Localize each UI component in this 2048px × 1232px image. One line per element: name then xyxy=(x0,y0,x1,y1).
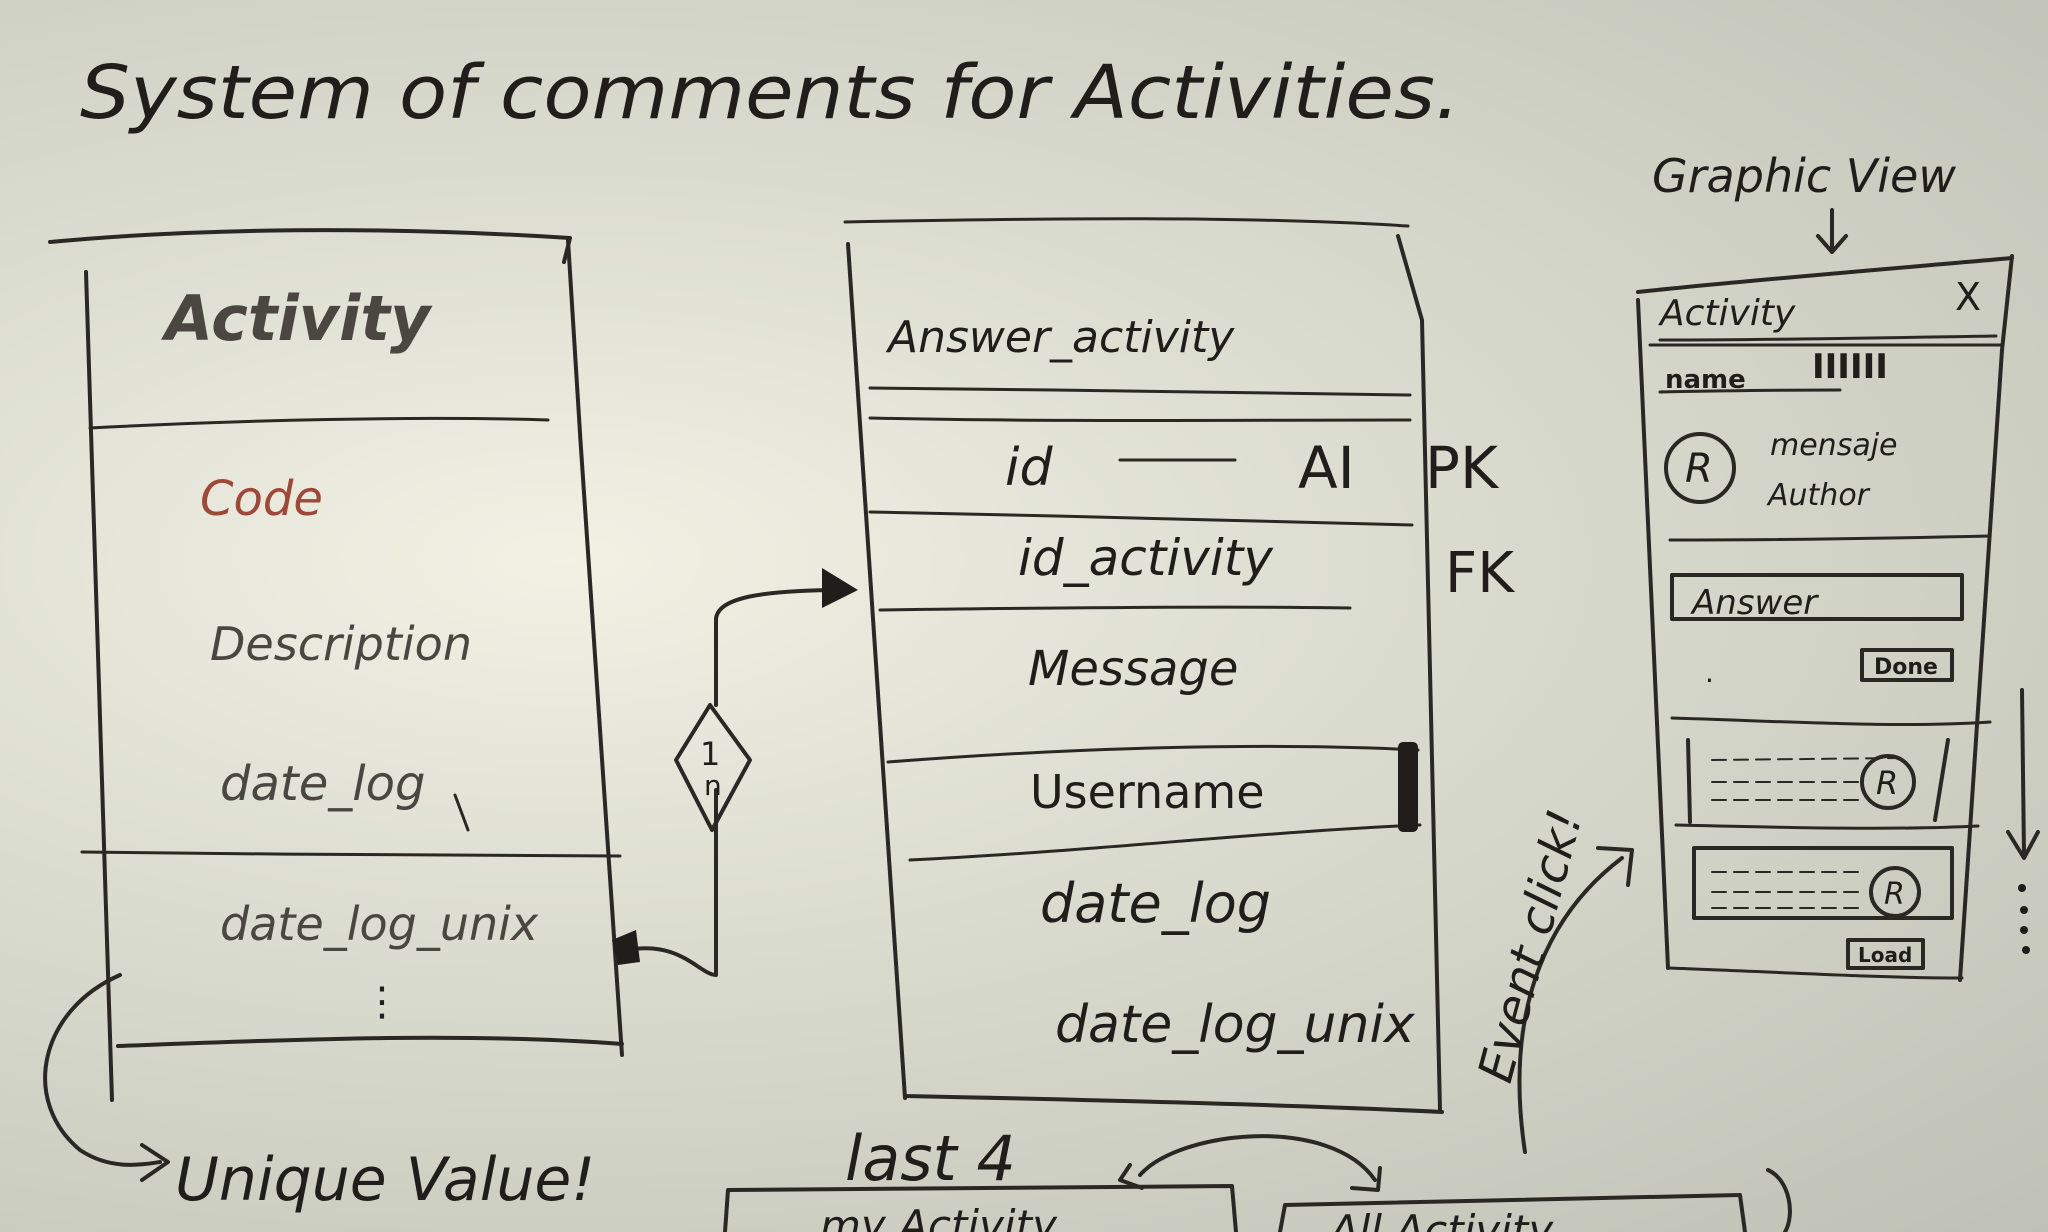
comment-item: R xyxy=(1692,846,1954,920)
answer-activity-table: Answer_activity id AI PK id_activity FK … xyxy=(843,217,1515,1114)
bottom-box-right-label: All Activity xyxy=(1327,1206,1554,1232)
graphic-view-mockup: Graphic View Activity X name IIIIII R me… xyxy=(1636,149,2040,982)
last-four-label: last 4 xyxy=(845,1122,1016,1195)
connector-dot-icon xyxy=(612,930,640,965)
activity-field-code: Code xyxy=(200,471,323,527)
arrowhead-icon xyxy=(822,568,858,608)
scroll-indicator-icon xyxy=(2006,688,2040,954)
answer-input-placeholder: Answer xyxy=(1690,583,1819,623)
answer-field-id-ai: AI xyxy=(1298,434,1355,502)
avatar xyxy=(1664,432,1736,504)
mockup-name-value: IIIIII xyxy=(1812,347,1888,387)
event-click-note: Event click! xyxy=(1467,804,1634,1154)
comment-avatar xyxy=(1869,866,1921,918)
mockup-dot: · xyxy=(1705,664,1714,697)
scroll-marker xyxy=(1398,742,1418,832)
answer-field-message: Message xyxy=(1028,641,1238,697)
comment-avatar-initial: R xyxy=(1876,764,1898,802)
comment-item: R xyxy=(1686,738,1950,824)
mockup-name-label: name xyxy=(1665,365,1746,395)
activity-table: Activity Code Description date_log date_… xyxy=(48,228,624,1102)
relation-label-many: n xyxy=(704,769,722,802)
done-button-label: Done xyxy=(1874,655,1938,680)
activity-field-more: ⋮ xyxy=(362,979,402,1025)
last-four-note: last 4 my Activity All Activity xyxy=(723,1122,1792,1232)
mockup-message-text: mensaje xyxy=(1770,428,1898,463)
activity-field-date-log: date_log xyxy=(220,756,425,812)
activity-table-title: Activity xyxy=(160,282,433,355)
close-icon[interactable]: X xyxy=(1955,275,1981,319)
bottom-box-left-label: my Activity xyxy=(820,1201,1058,1232)
answer-field-id: id xyxy=(1005,438,1053,498)
done-button[interactable] xyxy=(1860,648,1954,682)
relation-label: 1 xyxy=(700,735,720,773)
answer-field-id-pk: PK xyxy=(1425,434,1500,502)
relationship-connector: 1 n xyxy=(612,568,858,977)
comment-avatar xyxy=(1860,754,1916,810)
mockup-message-author: Author xyxy=(1766,478,1871,513)
event-click-label: Event click! xyxy=(1467,804,1593,1088)
answer-field-date-log: date_log xyxy=(1040,872,1271,935)
unique-value-note: Unique Value! xyxy=(43,973,595,1215)
load-more-button[interactable] xyxy=(1846,938,1925,970)
answer-input[interactable] xyxy=(1670,573,1964,621)
unique-value-label: Unique Value! xyxy=(175,1145,595,1215)
comment-avatar-initial: R xyxy=(1884,877,1905,912)
answer-field-id-activity: id_activity xyxy=(1018,529,1274,587)
avatar-initial: R xyxy=(1685,446,1713,492)
answer-field-date-log-unix: date_log_unix xyxy=(1055,995,1416,1055)
answer-field-username: Username xyxy=(1030,765,1265,819)
page-title: System of comments for Activities. xyxy=(80,50,1460,136)
activity-field-description: Description xyxy=(210,617,472,671)
load-more-button-label: Load xyxy=(1858,943,1912,967)
graphic-view-label: Graphic View xyxy=(1652,149,1956,203)
activity-field-date-log-unix: date_log_unix xyxy=(220,897,539,951)
answer-table-title: Answer_activity xyxy=(885,312,1235,363)
mockup-header-title: Activity xyxy=(1658,293,1796,334)
answer-field-id-activity-fk: FK xyxy=(1445,541,1515,606)
